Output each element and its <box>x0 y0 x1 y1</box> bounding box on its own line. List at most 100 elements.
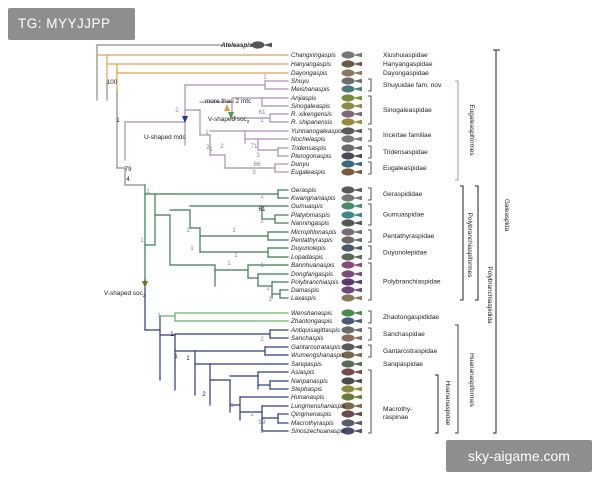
taxon-label: Wenshanaspis <box>291 310 333 317</box>
fish-head <box>341 77 355 85</box>
fish-icon <box>341 317 362 325</box>
node-marker-v-soc-lower <box>142 281 148 288</box>
family-label: Sinogaleaspidae <box>383 107 432 114</box>
tree-branches <box>96 44 289 432</box>
bracket-huananaspidae <box>435 374 439 434</box>
fish-head <box>341 410 355 418</box>
fish-icon <box>341 228 362 236</box>
support-value: 100 <box>107 79 118 86</box>
fish-head <box>341 51 355 59</box>
support-value: 61 <box>258 206 266 213</box>
fish-icon <box>341 85 362 93</box>
taxon-label: Pterogonaspis <box>291 153 332 160</box>
fish-head <box>341 294 355 302</box>
fish-head <box>341 152 355 160</box>
fish-head <box>341 402 355 410</box>
taxon-label: R. xikengensis <box>291 111 333 118</box>
family-bracket <box>368 161 372 175</box>
fish-tail <box>353 111 362 117</box>
fish-head <box>341 393 355 401</box>
annotation-v-shaped-soc-upper: V-shaped soc2 <box>208 116 250 124</box>
fish-icon <box>341 127 362 135</box>
family-label: Xiushuiaspidae <box>383 52 428 59</box>
fish-head <box>341 360 355 368</box>
fish-tail <box>353 369 362 375</box>
fish-icon <box>341 135 362 143</box>
taxon-label: Changxingaspis <box>291 52 337 59</box>
fish-icon <box>341 94 362 102</box>
fish-tail <box>353 195 362 201</box>
fish-icon <box>341 118 362 126</box>
fish-tail <box>353 394 362 400</box>
taxon-label: Microphlonaspis <box>291 229 337 236</box>
taxon-label: Hunanaspis <box>291 394 325 401</box>
fish-head <box>341 228 355 236</box>
fish-icon <box>341 393 362 401</box>
fish-icon <box>341 278 362 286</box>
fish-tail <box>353 128 362 134</box>
fish-head <box>341 118 355 126</box>
fish-tail <box>353 187 362 193</box>
support-value: 1 <box>174 353 178 360</box>
support-value: 2 <box>175 107 179 114</box>
family-bracket <box>368 203 372 226</box>
family-label: Gantarostraspidae <box>383 348 438 355</box>
fish-tail <box>353 220 362 226</box>
taxon-label: R. shipanensis <box>291 119 333 126</box>
taxon-label: Sinoszechuanaspis <box>291 428 346 435</box>
fish-head <box>341 343 355 351</box>
family-label: Polybranchiaspidae <box>383 279 441 286</box>
family-label: Shuyuidae fam. nov. <box>383 82 443 89</box>
support-value: 1 <box>209 146 213 153</box>
family-label: Incertae familiae <box>383 132 432 139</box>
fish-head <box>341 253 355 261</box>
fish-head <box>341 244 355 252</box>
fish-icon <box>341 410 362 418</box>
fish-tail <box>353 295 362 301</box>
fish-icon <box>341 211 362 219</box>
taxon-label: Pentathyraspis <box>291 237 334 244</box>
annotation-u-shaped-mdc: U-shaped mdc <box>144 134 186 141</box>
fish-head <box>341 334 355 342</box>
bracket-polybranchiaspidida-a <box>475 185 479 301</box>
support-value: 1 <box>266 285 270 292</box>
fish-tail <box>263 42 272 48</box>
fish-head <box>341 309 355 317</box>
fish-head <box>341 69 355 77</box>
taxon-label: Ateleaspis <box>220 42 253 49</box>
fish-head <box>341 419 355 427</box>
fish-icon <box>341 368 362 376</box>
taxon-label: Duyunolepis <box>291 245 327 252</box>
fish-icon <box>341 351 362 359</box>
bracket-polybranchiaspiformes <box>460 185 464 301</box>
taxon-label: Dunyu <box>291 161 310 168</box>
family-bracket <box>368 145 372 159</box>
taxon-label: Bannhuanaspis <box>291 262 335 269</box>
fish-icon <box>341 294 362 302</box>
taxon-label: Nanpanaspis <box>291 378 329 385</box>
clade-label: Huananaspidae <box>444 381 451 426</box>
family-label: Sanqiaspidae <box>383 361 423 368</box>
fish-head <box>341 351 355 359</box>
fish-head <box>341 368 355 376</box>
fish-head <box>341 326 355 334</box>
fish-icon <box>341 360 362 368</box>
fish-tail <box>353 327 362 333</box>
support-value: 79 <box>124 166 132 173</box>
family-label: Sanchaspidae <box>383 331 425 338</box>
fish-head <box>341 236 355 244</box>
fish-tail <box>353 262 362 268</box>
fish-tail <box>353 361 362 367</box>
family-bracket <box>368 310 372 324</box>
fish-tail <box>353 61 362 67</box>
support-value: 1 <box>170 331 174 338</box>
fish-tail <box>353 310 362 316</box>
family-label: Geraspididae <box>383 191 423 198</box>
support-value: 59 <box>258 419 266 426</box>
taxon-label: Nanningaspis <box>291 220 330 227</box>
taxon-label: Lopadaspis <box>291 254 324 261</box>
fish-head <box>341 427 355 435</box>
fish-tail <box>353 279 362 285</box>
fish-head <box>341 194 355 202</box>
fish-tail <box>353 386 362 392</box>
